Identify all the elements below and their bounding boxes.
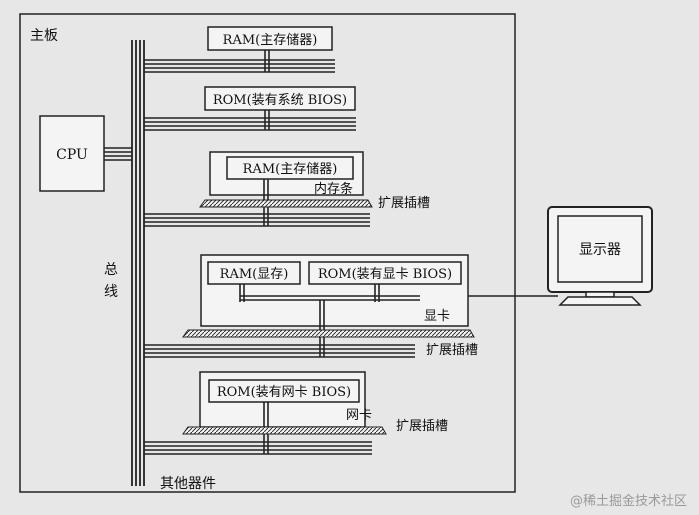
memory-bus-branch <box>144 207 370 227</box>
video-slot-label: 扩展插槽 <box>426 343 478 358</box>
memory-module-label: 内存条 <box>314 181 353 197</box>
memory-slot <box>199 199 373 208</box>
video-slot <box>182 329 475 338</box>
network-rom-chip <box>208 379 360 403</box>
video-rom-label: ROM(装有显卡 BIOS) <box>318 267 452 282</box>
memory-module: RAM(主存储器) 内存条 扩展插槽 <box>199 151 430 211</box>
monitor-stand <box>558 296 642 306</box>
monitor-label: 显示器 <box>579 242 621 258</box>
ram-main-label: RAM(主存储器) <box>223 33 318 48</box>
watermark: @稀土掘金技术社区 <box>569 494 687 509</box>
bus-label-1: 总 <box>104 262 118 278</box>
other-devices-label: 其他器件 <box>160 476 216 492</box>
video-bus-branch <box>144 337 415 358</box>
cpu-label: CPU <box>56 147 88 163</box>
main-bus <box>131 40 145 486</box>
network-slot <box>182 426 387 435</box>
video-card-label: 显卡 <box>424 309 450 324</box>
network-rom-label: ROM(装有网卡 BIOS) <box>217 385 351 400</box>
rom-bios-bus-branch <box>144 108 356 131</box>
monitor: 显示器 <box>547 206 653 306</box>
memory-slot-label: 扩展插槽 <box>378 196 430 211</box>
network-slot-label: 扩展插槽 <box>396 419 448 434</box>
video-rom-chip <box>308 261 462 285</box>
bus-label-2: 线 <box>104 284 118 300</box>
board-label: 主板 <box>30 28 58 44</box>
network-card-label: 网卡 <box>346 408 372 423</box>
rom-bios-label: ROM(装有系统 BIOS) <box>213 93 347 108</box>
monitor-screen <box>557 215 643 283</box>
motherboard-frame <box>19 13 516 493</box>
ram-main-bus-branch <box>144 50 335 73</box>
video-ram-chip <box>207 261 301 285</box>
memory-ram-chip <box>226 156 354 180</box>
video-ram-label: RAM(显存) <box>220 267 289 282</box>
memory-ram-label: RAM(主存储器) <box>243 162 338 177</box>
network-bus-branch <box>144 434 372 455</box>
video-card: RAM(显存) ROM(装有显卡 BIOS) 显卡 扩展插槽 <box>182 254 478 358</box>
network-card: ROM(装有网卡 BIOS) 网卡 扩展插槽 <box>182 371 448 435</box>
cpu-bus-link <box>104 147 132 161</box>
cpu-box <box>39 115 105 192</box>
ram-main-box <box>207 26 333 51</box>
rom-bios-box <box>204 86 356 111</box>
